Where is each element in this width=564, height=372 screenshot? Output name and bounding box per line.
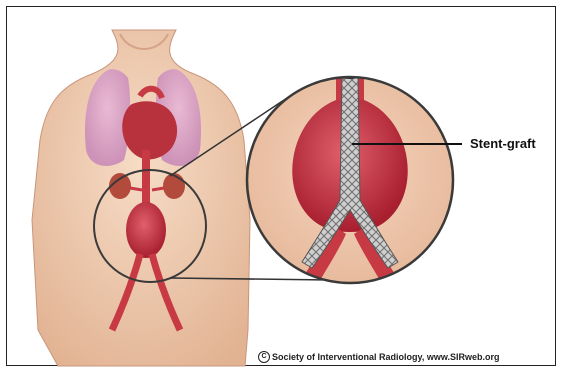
- zoom-inset: [247, 70, 453, 306]
- right-kidney: [163, 173, 185, 199]
- left-kidney: [109, 173, 131, 199]
- credit-line: C Society of Interventional Radiology, w…: [258, 351, 500, 363]
- copyright-icon: C: [258, 351, 270, 363]
- stent-graft-label: Stent-graft: [470, 136, 536, 151]
- aneurysm-sac: [126, 202, 166, 258]
- torso: [32, 30, 250, 366]
- credit-text: Society of Interventional Radiology, www…: [272, 352, 500, 362]
